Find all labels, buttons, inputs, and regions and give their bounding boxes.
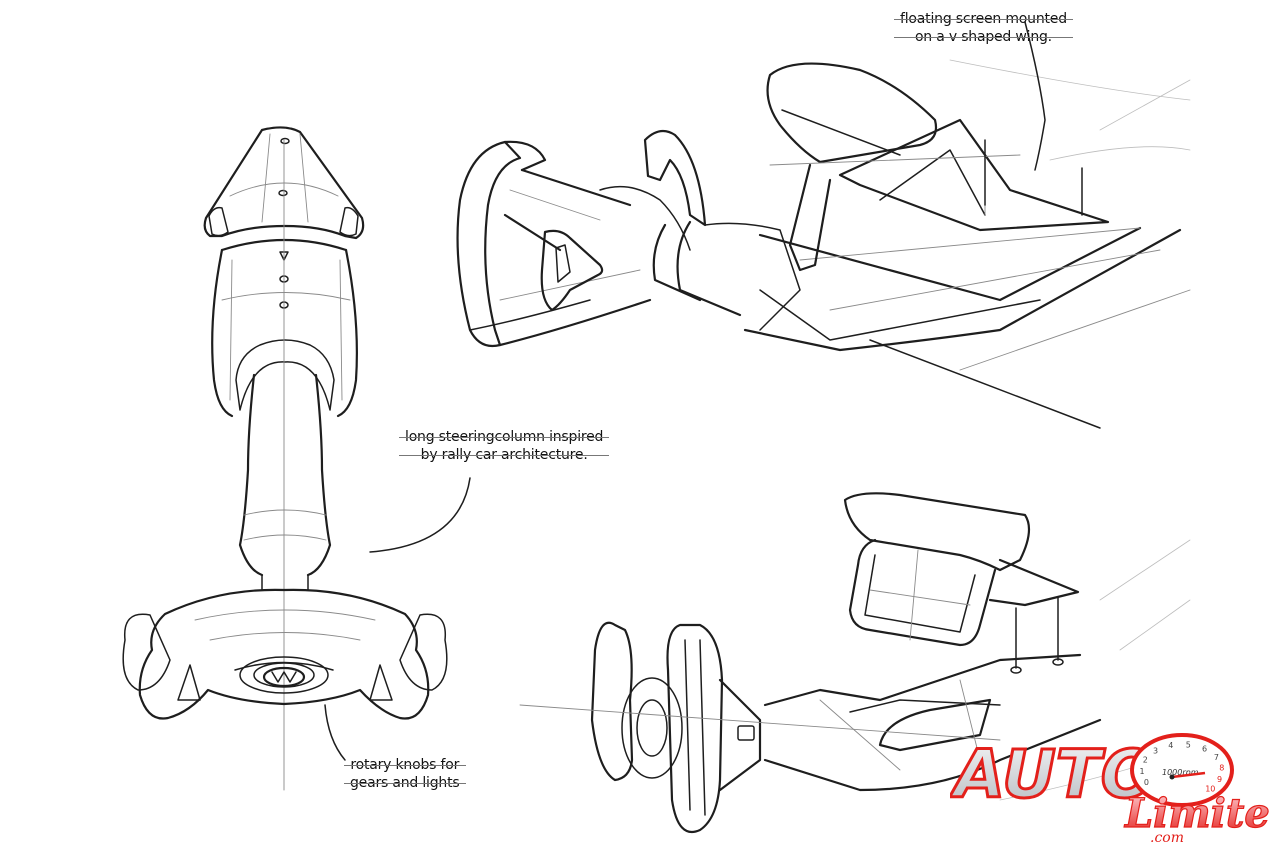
gauge-label: 1000rpm <box>1162 768 1199 777</box>
gauge-tick-label: 2 <box>1143 756 1148 765</box>
leader-line-column <box>369 477 471 553</box>
steering-column-top-view <box>122 126 471 791</box>
gauge-tick-label: 8 <box>1219 764 1224 773</box>
gauge-tick-label: 0 <box>1144 778 1149 787</box>
annotation-rotary-knobs: rotary knobs for gears and lights <box>344 756 465 792</box>
logo-suffix: .com <box>1150 830 1184 845</box>
steering-wheel-rear-view <box>519 492 1191 833</box>
annotation-line: long steeringcolumn inspired <box>398 429 610 445</box>
gauge-tick-label: 9 <box>1217 775 1222 784</box>
annotation-line: rotary knobs for <box>344 757 465 773</box>
annotation-floating-screen: floating screen mounted on a v shaped wi… <box>894 10 1073 46</box>
annotation-steering-column: long steeringcolumn inspired by rally ca… <box>398 428 610 464</box>
gauge-tick-label: 4 <box>1168 741 1173 750</box>
annotation-line: gears and lights <box>344 775 465 791</box>
gauge-tick-label: 3 <box>1153 747 1158 756</box>
gauge-tick-label: 5 <box>1186 740 1191 749</box>
annotation-line: by rally car architecture. <box>398 446 610 464</box>
gauge-tick-label: 1 <box>1139 767 1144 776</box>
annotation-line: on a v shaped wing. <box>894 28 1073 46</box>
gauge-tick-label: 7 <box>1214 753 1219 762</box>
vw-emblem <box>262 666 306 688</box>
gauge-tick-label: 10 <box>1205 784 1215 793</box>
logo-word: AUTO <box>950 736 1157 813</box>
logo-script: Limite <box>1124 790 1270 837</box>
steering-wheel-perspective-view <box>456 21 1191 429</box>
annotation-line: floating screen mounted <box>894 11 1073 27</box>
leader-line-screen <box>1024 21 1046 171</box>
leader-line-knobs <box>324 704 346 761</box>
gauge-tick-label: 6 <box>1202 745 1207 754</box>
